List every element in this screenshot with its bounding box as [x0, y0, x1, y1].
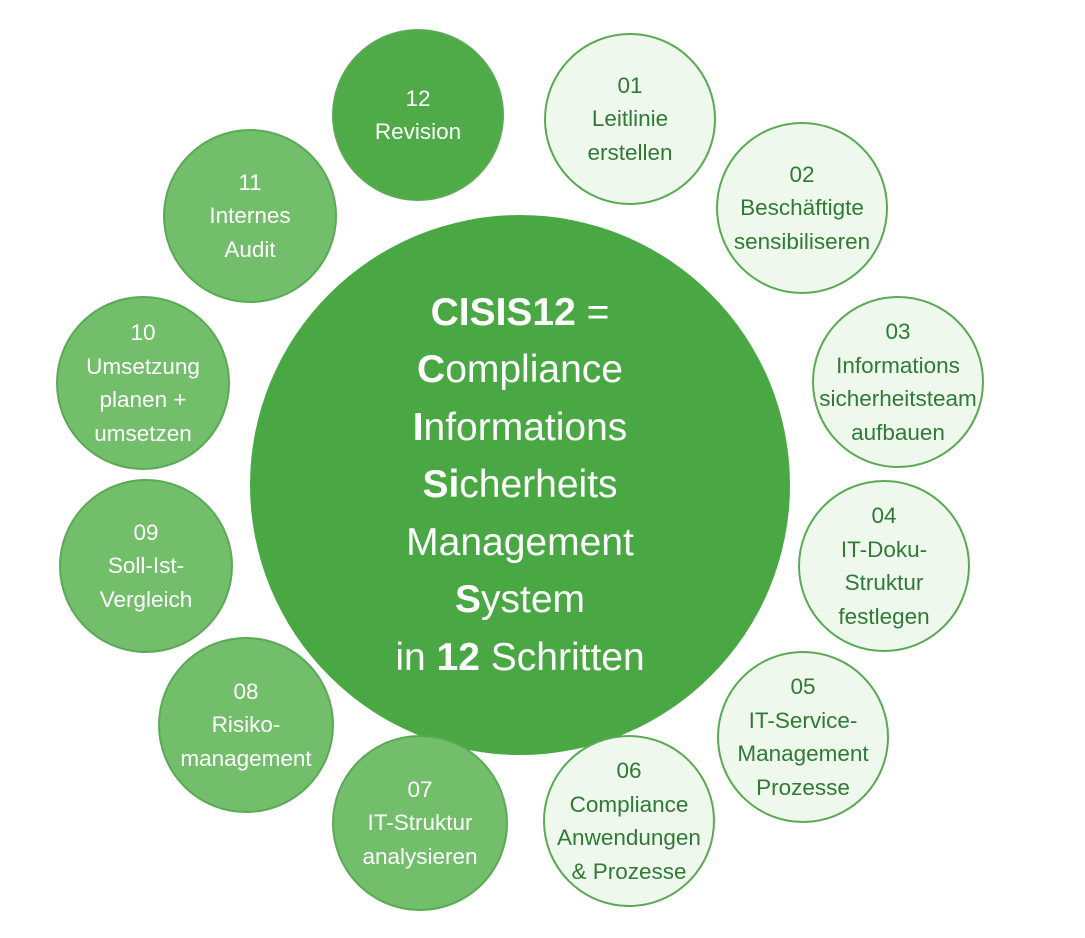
step-label-line: festlegen	[838, 603, 930, 629]
step-label-line: Audit	[224, 236, 276, 262]
center-title-line: System	[455, 571, 585, 629]
center-title-segment: Management	[406, 520, 634, 564]
center-title-line: Management	[406, 514, 634, 572]
step-label-line: Leitlinie	[591, 106, 669, 132]
step-number: 02	[789, 161, 815, 187]
step-number: 12	[405, 85, 431, 111]
center-title-segment: nformations	[423, 405, 628, 449]
step-label-line: Internes	[209, 203, 291, 229]
step-number: 08	[233, 678, 259, 704]
center-title-bold-segment: C	[417, 348, 446, 392]
center-title-bold-segment: I	[412, 405, 424, 449]
center-title-line: in 12 Schritten	[395, 629, 644, 687]
center-title-line: Sicherheits	[422, 456, 617, 514]
step-label-line: sensibiliseren	[733, 228, 871, 254]
step-label-line: IT-Struktur	[367, 810, 473, 836]
step-label-line: Informations	[836, 352, 960, 378]
center-title-segment: ompliance	[445, 348, 623, 392]
step-label-line: Struktur	[844, 570, 924, 595]
step-label-line: Anwendungen	[557, 825, 701, 850]
step-number: 07	[407, 776, 433, 802]
step-label-line: Vergleich	[99, 586, 193, 612]
center-title-segment: ystem	[481, 578, 586, 622]
step-label-line: management	[180, 745, 312, 771]
step-label-line: planen +	[99, 387, 187, 412]
step-label-line: umsetzen	[94, 420, 192, 446]
center-title-segment: Schritten	[479, 635, 645, 679]
step-number: 09	[133, 519, 159, 545]
step-label-line: Prozesse	[756, 774, 850, 800]
center-title-bold-segment: 12	[436, 635, 480, 679]
step-number: 05	[790, 674, 816, 699]
step-label-line: Compliance	[569, 791, 689, 817]
step-label-line: IT-Service-	[748, 707, 858, 733]
step-number: 10	[130, 320, 156, 345]
step-label-line: aufbauen	[851, 419, 945, 445]
center-title-bold-segment: CISIS12	[430, 290, 576, 334]
step-label-line: Revision	[374, 119, 462, 144]
step-label-line: analysieren	[362, 843, 478, 869]
center-title-line: Compliance	[417, 341, 623, 399]
step-label-line: Risiko-	[211, 712, 281, 738]
center-title-bold-segment: Si	[422, 463, 460, 507]
step-label-line: Soll-Ist-	[107, 553, 185, 579]
step-number: 04	[871, 503, 897, 528]
center-title-segment: cherheits	[459, 463, 618, 507]
step-number: 06	[616, 758, 642, 783]
step-label-line: IT-Doku-	[840, 536, 928, 562]
step-label-line: Beschäftigte	[740, 195, 864, 221]
step-number: 03	[885, 319, 911, 344]
center-title-line: CISIS12 =	[431, 284, 610, 342]
center-title-line: Informations	[413, 399, 628, 457]
step-label-line: sicherheitsteam	[819, 386, 977, 411]
step-label-line: Umsetzung	[86, 353, 200, 379]
center-title-bold-segment: S	[454, 578, 481, 622]
center-title-segment: =	[575, 290, 610, 334]
step-label-line: & Prozesse	[571, 858, 687, 884]
step-label-line: erstellen	[587, 139, 673, 165]
step-number: 11	[238, 169, 262, 195]
step-label-line: Management	[737, 741, 869, 766]
step-number: 01	[617, 72, 643, 98]
center-title-segment: in	[395, 635, 437, 679]
